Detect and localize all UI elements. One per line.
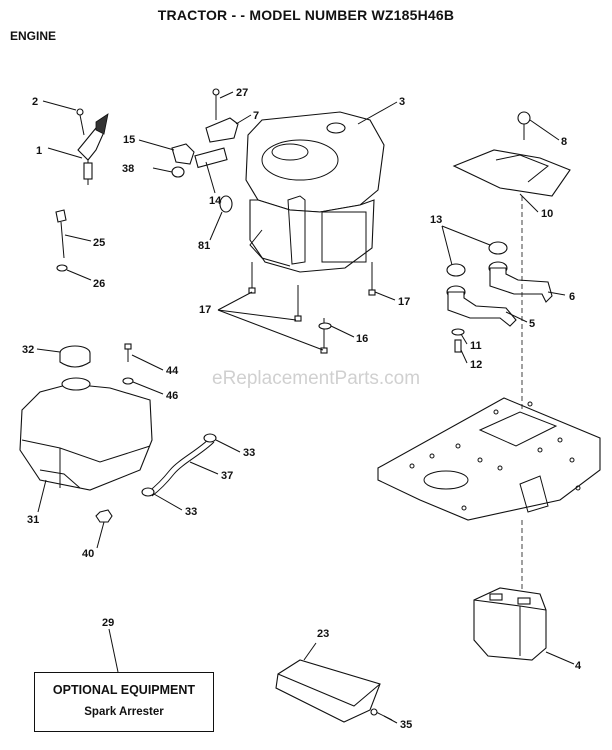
watermark: eReplacementParts.com [212, 368, 420, 389]
callout-10: 10 [541, 208, 553, 220]
frame-plate-part [377, 397, 601, 521]
callout-2: 2 [32, 96, 38, 108]
callout-25: 25 [93, 237, 105, 249]
exhaust-pipes-part [446, 241, 553, 353]
throttle-control-part [76, 108, 109, 185]
callout-44: 44 [166, 365, 179, 377]
callout-32: 32 [22, 344, 34, 356]
fuel-line-37-part [141, 433, 217, 497]
callout-23: 23 [317, 628, 329, 640]
callout-4: 4 [575, 660, 582, 672]
callout-27: 27 [236, 87, 248, 99]
callout-37: 37 [221, 470, 233, 482]
callout-14: 14 [209, 195, 222, 207]
washer-16-part [318, 322, 332, 330]
dipstick-25-part [55, 209, 68, 272]
spark-arrester-23-part [275, 659, 393, 723]
callout-33b: 33 [185, 506, 197, 518]
callout-35: 35 [400, 719, 412, 731]
callout-13: 13 [430, 214, 442, 226]
optional-equipment-title: OPTIONAL EQUIPMENT [52, 683, 196, 697]
nut-40-part [95, 509, 113, 523]
optional-equipment-box: OPTIONAL EQUIPMENT Spark Arrester [34, 672, 214, 732]
callout-46: 46 [166, 390, 178, 402]
diagram-title: TRACTOR - - MODEL NUMBER WZ185H46B [157, 7, 455, 23]
muffler-4-part [473, 587, 547, 661]
engine-part [245, 111, 385, 273]
callout-17a: 17 [199, 304, 211, 316]
callout-11: 11 [470, 340, 482, 352]
fuel-tank-31-part [19, 377, 153, 491]
optional-equipment-item: Spark Arrester [84, 706, 164, 718]
callout-26: 26 [93, 278, 105, 290]
callout-15: 15 [123, 134, 135, 146]
callout-33a: 33 [243, 447, 255, 459]
tank-bolt-44-part [122, 343, 134, 385]
callout-3: 3 [399, 96, 405, 108]
callout-7: 7 [253, 110, 259, 122]
callout-40: 40 [82, 548, 94, 560]
callout-labels: 1 2 3 4 5 6 7 8 10 11 12 13 14 15 16 17 … [22, 87, 582, 731]
callout-8: 8 [561, 136, 567, 148]
leader-lines [36, 91, 575, 724]
callout-16: 16 [356, 333, 368, 345]
bracket-7-part [205, 88, 239, 143]
callout-17b: 17 [398, 296, 410, 308]
callout-38: 38 [122, 163, 134, 175]
callout-5: 5 [529, 318, 535, 330]
callout-1: 1 [36, 145, 42, 157]
fuel-cap-32-part [59, 345, 91, 368]
callout-29: 29 [102, 617, 114, 629]
fuel-fittings-part [171, 143, 233, 213]
callout-12: 12 [470, 359, 482, 371]
heat-shield-10-part [452, 111, 571, 197]
callout-6: 6 [569, 291, 575, 303]
callout-81: 81 [198, 240, 210, 252]
callout-31: 31 [27, 514, 39, 526]
section-label: ENGINE [10, 29, 57, 43]
